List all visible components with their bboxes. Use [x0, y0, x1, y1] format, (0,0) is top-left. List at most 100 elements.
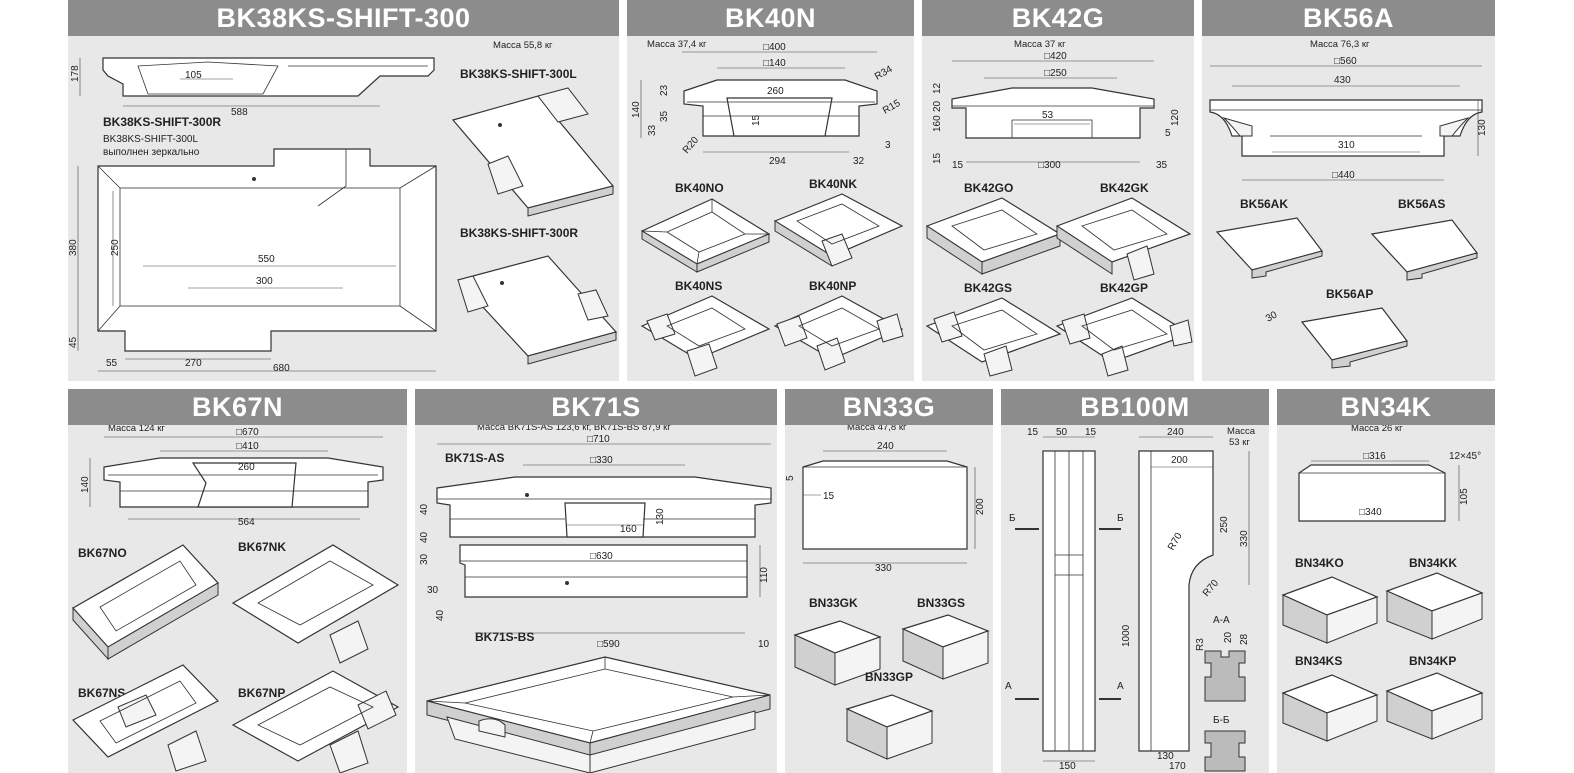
svg-text:R34: R34: [873, 64, 895, 83]
svg-text:45: 45: [68, 336, 79, 348]
svg-text:5: 5: [1165, 128, 1171, 139]
svg-text:BK42GK: BK42GK: [1100, 181, 1149, 195]
svg-text:□710: □710: [587, 434, 610, 445]
svg-text:Масса 37 кг: Масса 37 кг: [1014, 39, 1066, 50]
bn33-profile: [802, 460, 968, 550]
panel-bn34: BN34K Масса 26 кг □316 12×45° □340 105 B…: [1277, 389, 1495, 773]
svg-text:105: 105: [185, 70, 202, 81]
bk67nk-3d: [231, 544, 400, 644]
svg-text:Масса 37,4 кг: Масса 37,4 кг: [647, 39, 707, 50]
svg-text:170: 170: [1169, 761, 1186, 772]
svg-text:20: 20: [1223, 631, 1234, 643]
svg-text:□300: □300: [1038, 160, 1061, 171]
svg-text:330: 330: [1239, 530, 1250, 547]
svg-text:23: 23: [659, 84, 670, 96]
svg-text:□420: □420: [1044, 51, 1067, 62]
bn33-drawing: Масса 47,8 кг 240 5 15 200 330 BN33GK BN…: [785, 425, 990, 760]
svg-text:BK71S-AS: BK71S-AS: [445, 451, 504, 465]
panel-title: BN34K: [1277, 389, 1495, 425]
svg-text:BN34KS: BN34KS: [1295, 654, 1342, 668]
svg-text:BK67NK: BK67NK: [238, 540, 286, 554]
svg-text:32: 32: [853, 156, 865, 167]
bk40ns-3d: [640, 295, 771, 360]
svg-text:BN34KO: BN34KO: [1295, 556, 1344, 570]
svg-text:□560: □560: [1334, 56, 1357, 67]
mass-label: Масса 55,8 кг: [493, 40, 553, 51]
section-a-a: [1204, 650, 1246, 702]
svg-text:Масса 76,3 кг: Масса 76,3 кг: [1310, 39, 1370, 50]
svg-text:50: 50: [1056, 427, 1068, 438]
bk40-drawing: Масса 37,4 кг □400 □140 260 R34 R15 23 1…: [631, 39, 904, 377]
svg-text:□590: □590: [597, 639, 620, 650]
svg-text:680: 680: [273, 363, 290, 374]
svg-text:310: 310: [1338, 140, 1355, 151]
bk56-drawing: Масса 76,3 кг □560 430 310 130 □440 BK56…: [1209, 39, 1488, 369]
panel-title: BK42G: [922, 0, 1194, 36]
bk38-profile: [102, 57, 435, 97]
svg-text:Масса 124 кг: Масса 124 кг: [108, 425, 165, 434]
bk56ap-3d: [1300, 307, 1409, 361]
svg-text:R70: R70: [1201, 577, 1222, 598]
svg-text:40: 40: [419, 503, 430, 515]
svg-text:15: 15: [1027, 427, 1039, 438]
svg-text:55: 55: [106, 358, 118, 369]
svg-text:BN34KP: BN34KP: [1409, 654, 1456, 668]
svg-text:240: 240: [877, 441, 894, 452]
svg-text:150: 150: [1059, 761, 1076, 772]
bk42-profile: [951, 87, 1155, 139]
svg-text:□316: □316: [1363, 451, 1386, 462]
svg-text:R15: R15: [881, 98, 903, 117]
bk71-drawing: Масса BK71S-AS 123,6 кг, BK71S-BS 87,9 к…: [419, 425, 772, 773]
svg-text:30: 30: [419, 553, 430, 565]
panel-title: BK40N: [627, 0, 914, 36]
svg-text:Масса 47,8 кг: Масса 47,8 кг: [847, 425, 907, 433]
svg-text:105: 105: [1459, 488, 1470, 505]
svg-text:294: 294: [769, 156, 786, 167]
svg-text:А-А: А-А: [1213, 615, 1230, 626]
svg-text:3: 3: [885, 140, 891, 151]
svg-text:110: 110: [759, 567, 770, 583]
svg-text:380: 380: [68, 239, 79, 256]
panel-title: BK56A: [1202, 0, 1495, 36]
svg-text:BK67NS: BK67NS: [78, 686, 125, 700]
svg-text:250: 250: [110, 239, 121, 256]
svg-text:□250: □250: [1044, 68, 1067, 79]
svg-text:564: 564: [238, 517, 255, 528]
panel-bk38: BK38KS-SHIFT-300 Масса 55,8 кг 105 588 1…: [68, 0, 619, 381]
bk71bs-profile: [459, 544, 748, 598]
svg-text:BK56AK: BK56AK: [1240, 197, 1288, 211]
svg-text:BK40NP: BK40NP: [809, 279, 856, 293]
svg-text:□440: □440: [1332, 170, 1355, 181]
svg-text:BK38KS-SHIFT-300R: BK38KS-SHIFT-300R: [103, 115, 221, 129]
bk56as-3d: [1370, 219, 1479, 273]
svg-text:130: 130: [1477, 119, 1488, 136]
svg-text:Б: Б: [1117, 513, 1124, 524]
svg-text:R3: R3: [1195, 638, 1206, 651]
svg-text:BN33GS: BN33GS: [917, 596, 965, 610]
svg-text:BK38KS-SHIFT-300L: BK38KS-SHIFT-300L: [460, 67, 577, 81]
bk67np-3d: [231, 670, 400, 762]
panel-title: BN33G: [785, 389, 993, 425]
panel-bk71: BK71S Масса BK71S-AS 123,6 кг, BK71S-BS …: [415, 389, 777, 773]
bk42gs-3d: [925, 297, 1062, 363]
svg-text:30: 30: [427, 585, 439, 596]
bk40np-3d: [773, 295, 904, 360]
panel-bk67: BK67N Масса 124 кг □670 □410 260 140 564…: [68, 389, 407, 773]
svg-text:BK56AS: BK56AS: [1398, 197, 1445, 211]
svg-text:BN33GP: BN33GP: [865, 670, 913, 684]
svg-text:BK42GP: BK42GP: [1100, 281, 1148, 295]
bk56ak-3d: [1215, 217, 1324, 271]
svg-text:260: 260: [767, 86, 784, 97]
bk42gk-3d: [1055, 197, 1192, 263]
svg-text:BK40NO: BK40NO: [675, 181, 724, 195]
svg-text:250: 250: [1219, 516, 1230, 533]
svg-text:BK67NO: BK67NO: [78, 546, 127, 560]
svg-text:588: 588: [231, 107, 248, 118]
svg-text:12×45°: 12×45°: [1449, 451, 1481, 462]
svg-text:А: А: [1005, 681, 1012, 692]
svg-text:□340: □340: [1359, 507, 1382, 518]
svg-text:□410: □410: [236, 441, 259, 452]
svg-text:140: 140: [80, 476, 91, 493]
svg-text:15: 15: [952, 160, 964, 171]
svg-text:15: 15: [751, 114, 762, 126]
